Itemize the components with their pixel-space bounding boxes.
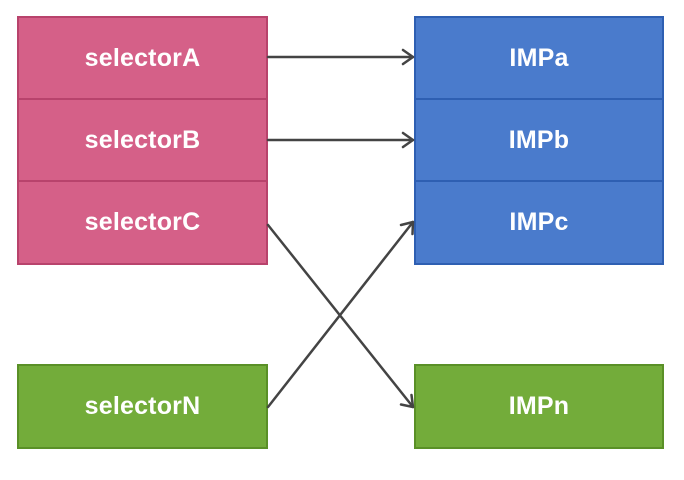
selector-a-label: selectorA: [84, 43, 201, 72]
imp-b-box: IMPb: [414, 98, 664, 182]
arrow-selector-b-to-imp-b: [266, 131, 415, 149]
selector-b-label: selectorB: [84, 125, 201, 154]
imp-c-box: IMPc: [414, 180, 664, 265]
arrow-selector-n-to-imp-c: [266, 220, 415, 409]
selector-n-box: selectorN: [17, 364, 268, 449]
imp-b-label: IMPb: [508, 125, 570, 154]
selector-c-label: selectorC: [84, 208, 201, 236]
imp-a-box: IMPa: [414, 16, 664, 100]
selector-a-box: selectorA: [17, 16, 268, 100]
selector-n-label: selectorN: [84, 392, 201, 420]
selector-c-box: selectorC: [17, 180, 268, 265]
imp-c-label: IMPc: [509, 208, 569, 236]
imp-a-label: IMPa: [509, 43, 569, 72]
imp-n-label: IMPn: [508, 392, 570, 420]
arrow-selector-a-to-imp-a: [266, 48, 415, 66]
imp-n-box: IMPn: [414, 364, 664, 449]
